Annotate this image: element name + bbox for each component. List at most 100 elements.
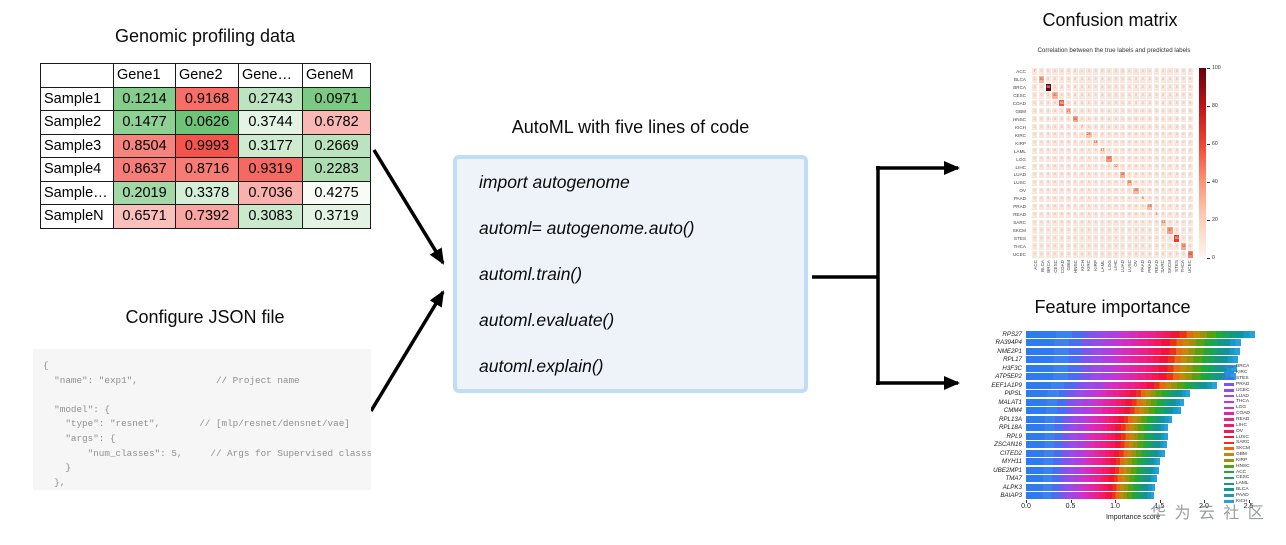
confusion-cell: 0 — [1106, 211, 1112, 219]
feature-gene-label: MALAT1 — [998, 398, 1022, 406]
confusion-cell: 0 — [1038, 195, 1045, 203]
confusion-cell: 0 — [1045, 163, 1051, 171]
expression-value-cell: 0.7036 — [238, 180, 303, 205]
confusion-col-label: UCEC — [1187, 260, 1193, 274]
confusion-cell: 0 — [1147, 68, 1153, 75]
confusion-cell: 0 — [1052, 187, 1058, 195]
confusion-cell: 0 — [1140, 211, 1146, 219]
feature-stacked-bar — [1026, 424, 1169, 432]
confusion-cell: 0 — [1140, 171, 1146, 179]
confusion-cell: 0 — [1065, 99, 1072, 107]
confusion-cell: 0 — [1167, 219, 1173, 227]
confusion-cell: 0 — [1153, 235, 1160, 243]
confusion-cell: 0 — [1167, 251, 1173, 258]
expression-value-cell: 0.8637 — [113, 157, 176, 182]
sample-row-header: Sample4 — [40, 157, 114, 182]
confusion-cell: 0 — [1187, 155, 1193, 163]
legend-label: LAML — [1236, 481, 1249, 487]
confusion-cell: 0 — [1133, 147, 1139, 155]
confusion-colorbar — [1199, 68, 1206, 258]
confusion-cell: 0 — [1099, 171, 1106, 179]
confusion-cell: 0 — [1045, 179, 1051, 187]
legend-label: GBM — [1236, 452, 1247, 458]
confusion-cell: 0 — [1160, 163, 1166, 171]
feature-importance-bars — [1026, 330, 1282, 500]
legend-entry: LUAD — [1224, 393, 1250, 399]
confusion-row-label: KIRC — [1015, 132, 1026, 138]
confusion-cell: 0 — [1045, 99, 1051, 107]
feature-gene-label: H3F3C — [1002, 364, 1022, 372]
confusion-cell: 0 — [1147, 163, 1153, 171]
confusion-cell: 0 — [1126, 227, 1133, 235]
confusion-cell: 0 — [1032, 83, 1038, 91]
confusion-cell: 0 — [1052, 211, 1058, 219]
confusion-cell: 0 — [1032, 99, 1038, 107]
confusion-cell: 0 — [1079, 203, 1085, 211]
confusion-cell: 0 — [1174, 139, 1180, 147]
confusion-cell: 0 — [1072, 219, 1078, 227]
confusion-cell: 0 — [1187, 131, 1193, 139]
confusion-cell: 0 — [1032, 187, 1038, 195]
confusion-cell: 0 — [1086, 107, 1092, 115]
confusion-cell: 0 — [1174, 211, 1180, 219]
confusion-col-label: GBM — [1066, 260, 1072, 271]
confusion-cell: 0 — [1099, 203, 1106, 211]
confusion-cell: 0 — [1160, 99, 1166, 107]
feature-bar-row — [1026, 441, 1282, 450]
confusion-cell: 0 — [1153, 99, 1160, 107]
sample-row-header: Sample3 — [40, 133, 114, 158]
confusion-cell: 0 — [1119, 163, 1126, 171]
confusion-cell: 0 — [1045, 227, 1051, 235]
expression-value-cell: 0.3083 — [238, 204, 303, 229]
colorbar-tick-label: 0 — [1212, 255, 1215, 261]
confusion-cell: 0 — [1032, 115, 1038, 123]
confusion-cell: 0 — [1072, 68, 1078, 75]
confusion-cell: 0 — [1086, 251, 1092, 258]
confusion-cell: 0 — [1086, 147, 1092, 155]
confusion-row-label: LIHC — [1015, 164, 1026, 170]
confusion-cell: 0 — [1106, 195, 1112, 203]
confusion-cell: 0 — [1113, 107, 1119, 115]
confusion-cell: 0 — [1086, 139, 1092, 147]
confusion-diagonal-cell: 8 — [1140, 195, 1146, 203]
arrow-json-to-code — [369, 290, 445, 412]
arrow-table-to-code — [372, 149, 445, 265]
confusion-cell: 0 — [1052, 123, 1058, 131]
confusion-cell: 0 — [1092, 251, 1099, 258]
feature-bar-row — [1026, 458, 1282, 467]
confusion-cell: 0 — [1092, 235, 1099, 243]
confusion-cell: 0 — [1099, 235, 1106, 243]
expression-value-cell: 0.2019 — [113, 180, 176, 205]
confusion-cell: 0 — [1167, 179, 1173, 187]
legend-label: UCEC — [1236, 387, 1250, 393]
x-tick-mark — [1248, 500, 1250, 503]
legend-entry: OV — [1224, 428, 1250, 434]
confusion-row-label: CESC — [1013, 93, 1026, 99]
legend-entry: SKCM — [1224, 446, 1250, 452]
confusion-row-label: KIRP — [1015, 140, 1026, 146]
legend-entry: KICH — [1224, 498, 1250, 504]
confusion-cell: 0 — [1059, 123, 1065, 131]
legend-swatch — [1224, 389, 1234, 392]
legend-swatch — [1224, 406, 1234, 410]
confusion-cell: 0 — [1113, 251, 1119, 258]
confusion-cell: 0 — [1160, 227, 1166, 235]
confusion-col-label: STES — [1173, 260, 1179, 272]
confusion-col-label: CESC — [1052, 260, 1058, 273]
confusion-cell: 0 — [1167, 107, 1173, 115]
confusion-cell: 0 — [1187, 179, 1193, 187]
confusion-cell: 0 — [1167, 203, 1173, 211]
confusion-col-label: COAD — [1059, 260, 1065, 274]
confusion-cell: 0 — [1059, 139, 1065, 147]
confusion-cell: 0 — [1147, 83, 1153, 91]
feature-gene-label: RA394P4 — [995, 339, 1023, 347]
confusion-cell: 0 — [1086, 163, 1092, 171]
expression-value-cell: 0.9993 — [175, 133, 239, 158]
feature-bar-row — [1026, 475, 1282, 484]
confusion-cell: 0 — [1079, 75, 1085, 83]
legend-entry: LIHC — [1224, 422, 1250, 428]
legend-swatch — [1224, 476, 1234, 480]
huawei-cloud-watermark: 华 为 云 社 区 — [1150, 505, 1266, 522]
automl-code-line: automl= autogenome.auto() — [479, 217, 695, 238]
